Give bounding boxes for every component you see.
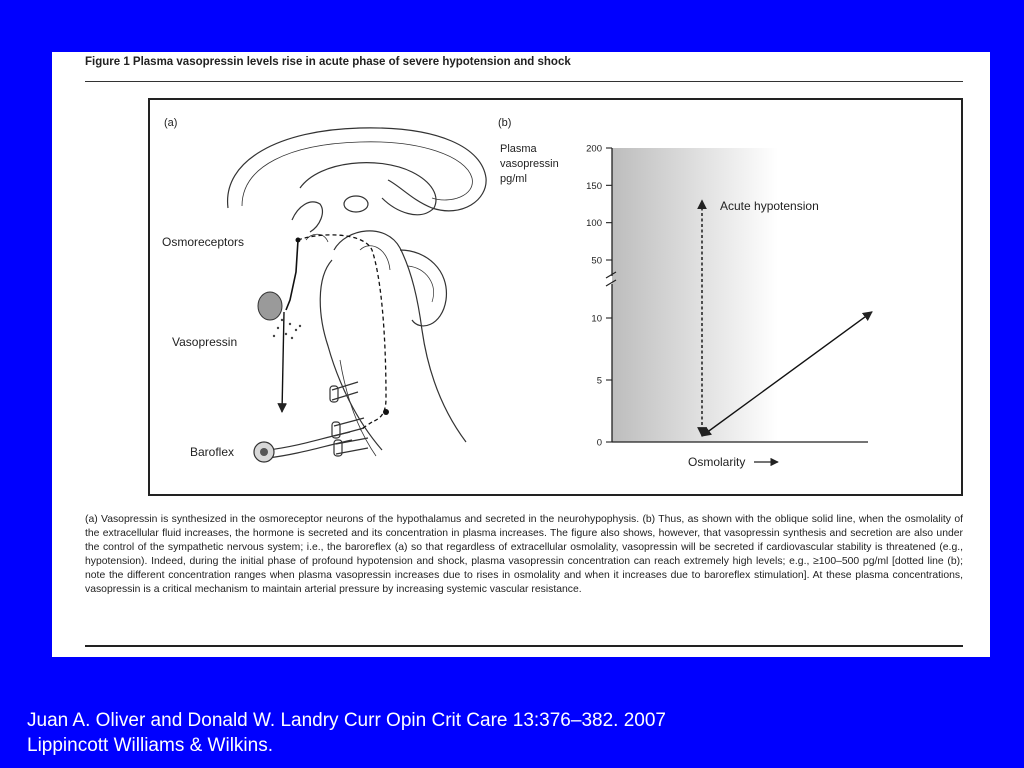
figure-box: (a) — [148, 98, 963, 496]
y-tick-label: 150 — [586, 181, 602, 192]
nucleus-dot — [383, 409, 389, 415]
osmolality-line — [701, 311, 873, 437]
citation-line-1: Juan A. Oliver and Donald W. Landry Curr… — [27, 710, 666, 731]
citation: Juan A. Oliver and Donald W. Landry Curr… — [27, 708, 987, 758]
neuron-stalk — [285, 239, 299, 311]
brain-illustration — [227, 127, 487, 457]
figure-svg: (a) — [162, 117, 873, 469]
title-rule — [85, 81, 963, 82]
y-tick-label: 100 — [586, 218, 602, 229]
y-tick-label: 10 — [591, 314, 602, 325]
vasopressin-arrow — [277, 311, 288, 413]
figure-caption: (a) Vasopressin is synthesized in the os… — [85, 514, 963, 595]
figure-title: Figure 1 Plasma vasopressin levels rise … — [85, 56, 571, 68]
panel-b-label: (b) — [498, 117, 511, 129]
secretion-dots — [272, 318, 302, 340]
baroreflex-pathway — [297, 234, 387, 423]
baroflex-label: Baroflex — [190, 445, 234, 459]
axis-break-mark — [605, 271, 617, 279]
y-axis-label-line3: pg/ml — [500, 173, 527, 185]
baroflex-nerve — [267, 431, 351, 451]
pituitary-gland — [257, 291, 283, 321]
y-tick-label: 0 — [597, 438, 602, 449]
acute-hypotension-label: Acute hypotension — [720, 199, 819, 213]
y-axis-label-line1: Plasma — [500, 143, 538, 155]
caption-rule — [85, 645, 963, 647]
figure-panel: Figure 1 Plasma vasopressin levels rise … — [52, 52, 990, 657]
axis-break-mark — [605, 279, 617, 287]
y-tick-label: 50 — [591, 256, 602, 267]
vasopressin-label: Vasopressin — [172, 335, 237, 349]
y-axis-label-line2: vasopressin — [500, 158, 559, 170]
panel-a-label: (a) — [164, 117, 177, 129]
citation-line-2: Lippincott Williams & Wilkins. — [27, 735, 273, 756]
y-tick-label: 5 — [597, 376, 602, 387]
chart-plot: 0 5 10 50 100 150 200 — [586, 144, 873, 449]
x-axis-label: Osmolarity — [688, 455, 745, 469]
y-tick-label: 200 — [586, 144, 602, 155]
osmoreceptors-label: Osmoreceptors — [162, 235, 244, 249]
